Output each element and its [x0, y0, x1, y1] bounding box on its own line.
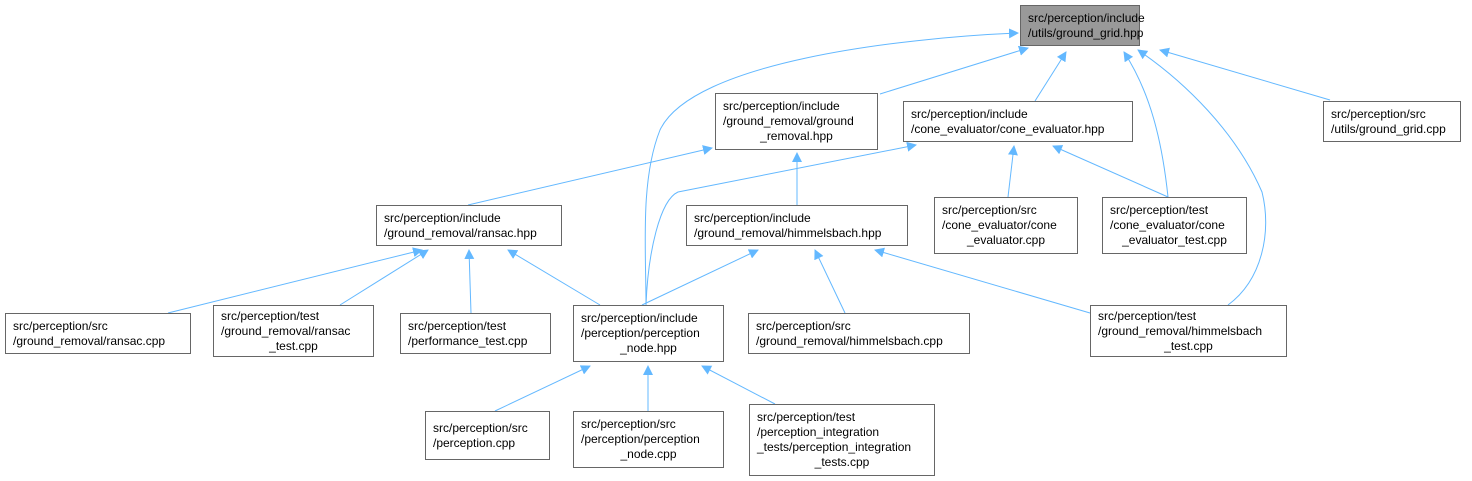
node-label-line: /ground_removal/ransac.cpp — [13, 333, 166, 348]
graph-node-himmelsbach-test-cpp[interactable]: src/perception/test/ground_removal/himme… — [1090, 305, 1287, 357]
node-label-line: /cone_evaluator/cone_evaluator.hpp — [911, 121, 1105, 136]
node-label-line: _test.cpp — [269, 338, 318, 353]
node-label-line: /cone_evaluator/cone — [942, 218, 1057, 232]
node-label-line: src/perception/src — [13, 318, 108, 333]
graph-root-node: src/perception/include/utils/ground_grid… — [1020, 5, 1145, 46]
graph-node-himmelsbach-cpp[interactable]: src/perception/src/ground_removal/himmel… — [748, 313, 970, 354]
edge-ground_grid_cpp-to-root — [1159, 47, 1331, 101]
graph-node-perception-integration-tests-cpp[interactable]: src/perception/test/perception_integrati… — [749, 404, 935, 476]
node-label-line: src/perception/include — [581, 311, 698, 325]
node-label-line: _evaluator.cpp — [966, 233, 1046, 247]
node-label-line: src/perception/test — [1110, 203, 1209, 217]
node-label-line: /ground_removal/ransac — [221, 323, 351, 338]
edge-perception_node_hpp-to-ransac_hpp — [507, 249, 601, 306]
edge-cone_evaluator_test_cpp-to-cone_evaluator_hpp — [1052, 145, 1169, 198]
graph-node-cone-evaluator-cpp[interactable]: src/perception/src/cone_evaluator/cone_e… — [934, 197, 1078, 254]
node-label-line: /ground_removal/ground — [723, 114, 854, 128]
node-label-line: /ground_removal/himmelsbach.hpp — [694, 225, 882, 240]
node-label-line: src/perception/include — [723, 99, 840, 113]
edge-ransac_cpp-to-ransac_hpp — [167, 247, 423, 314]
node-label-line: _removal.hpp — [760, 129, 833, 143]
graph-node-ground-grid-cpp[interactable]: src/perception/src/utils/ground_grid.cpp — [1323, 101, 1461, 142]
node-label-line: _tests.cpp — [814, 455, 870, 469]
node-label-line: src/perception/src — [1331, 106, 1426, 121]
graph-node-performance-test-cpp[interactable]: src/perception/test/performance_test.cpp — [400, 313, 551, 354]
edge-ransac_test_cpp-to-ransac_hpp — [339, 249, 429, 306]
graph-node-ransac-cpp[interactable]: src/perception/src/ground_removal/ransac… — [5, 313, 191, 354]
graph-node-cone-evaluator-test-cpp[interactable]: src/perception/test/cone_evaluator/cone_… — [1102, 197, 1247, 254]
node-label-line: _test.cpp — [1164, 338, 1213, 353]
node-label-line: /utils/ground_grid.cpp — [1331, 121, 1446, 136]
edge-cone_evaluator_test_cpp-to-root — [1123, 51, 1169, 198]
node-label-line: /perception.cpp — [433, 435, 516, 450]
graph-node-ransac-hpp[interactable]: src/perception/include/ground_removal/ra… — [376, 205, 562, 246]
edge-perception_node_hpp-to-cone_evaluator_hpp — [645, 141, 917, 306]
edge-cone_evaluator_cpp-to-cone_evaluator_hpp — [1007, 145, 1018, 198]
node-label-line: src/perception/src — [756, 318, 851, 333]
node-label-line: /perception/perception — [581, 326, 700, 340]
node-label-line: src/perception/test — [1098, 308, 1197, 323]
edge-perception_integration_tests_cpp-to-perception_node_hpp — [701, 365, 776, 405]
node-label-line: src/perception/include — [911, 106, 1028, 121]
edge-perception_node_hpp-to-himmelsbach_hpp — [641, 249, 759, 306]
node-label-line: /perception/perception — [581, 432, 700, 446]
node-label-line: src/perception/src — [942, 203, 1037, 217]
node-label-line: _node.cpp — [620, 447, 677, 461]
node-label-line: /perception_integration — [757, 425, 880, 439]
node-label-line: src/perception/src — [433, 420, 528, 435]
edge-ground_removal_hpp-to-root — [879, 45, 1029, 95]
graph-node-perception-node-cpp[interactable]: src/perception/src/perception/perception… — [573, 411, 724, 468]
edge-perception_node_hpp-to-root — [644, 28, 1019, 306]
node-label-line: _tests/perception_integration — [757, 440, 912, 454]
edge-himmelsbach_test_cpp-to-himmelsbach_hpp — [874, 247, 1091, 314]
node-label-line: /utils/ground_grid.hpp — [1028, 25, 1144, 40]
node-label-line: src/perception/include — [694, 210, 811, 225]
graph-node-ransac-test-cpp[interactable]: src/perception/test/ground_removal/ransa… — [213, 305, 374, 357]
node-label-line: _evaluator_test.cpp — [1122, 233, 1227, 247]
graph-node-perception-cpp[interactable]: src/perception/src/perception.cpp — [425, 411, 550, 460]
graph-node-perception-node-hpp[interactable]: src/perception/include/perception/percep… — [573, 305, 724, 362]
graph-node-himmelsbach-hpp[interactable]: src/perception/include/ground_removal/hi… — [686, 205, 908, 246]
node-label-line: src/perception/include — [384, 210, 501, 225]
node-label-line: src/perception/src — [581, 417, 676, 431]
edge-himmelsbach_cpp-to-himmelsbach_hpp — [814, 249, 846, 314]
node-label-line: /performance_test.cpp — [408, 333, 528, 348]
edge-perception_cpp-to-perception_node_hpp — [494, 365, 591, 412]
node-label-line: /ground_removal/himmelsbach — [1098, 323, 1263, 338]
graph-node-cone-evaluator-hpp[interactable]: src/perception/include/cone_evaluator/co… — [903, 101, 1133, 142]
node-label-line: src/perception/test — [408, 318, 507, 333]
node-label-line: src/perception/include — [1028, 10, 1145, 25]
node-label-line: /ground_removal/himmelsbach.cpp — [756, 333, 943, 348]
edge-ransac_hpp-to-ground_removal_hpp — [467, 145, 713, 206]
node-label-line: src/perception/test — [757, 410, 856, 424]
edge-performance_test_cpp-to-ransac_hpp — [464, 249, 475, 314]
edge-cone_evaluator_hpp-to-root — [1034, 51, 1067, 102]
graph-node-ground-removal-hpp[interactable]: src/perception/include/ground_removal/gr… — [715, 93, 878, 150]
node-label-line: _node.hpp — [620, 341, 677, 355]
node-label-line: src/perception/test — [221, 308, 320, 323]
edge-himmelsbach_test_cpp-to-root — [1137, 49, 1267, 306]
node-label-line: /cone_evaluator/cone — [1110, 218, 1225, 232]
node-label-line: /ground_removal/ransac.hpp — [384, 225, 537, 240]
